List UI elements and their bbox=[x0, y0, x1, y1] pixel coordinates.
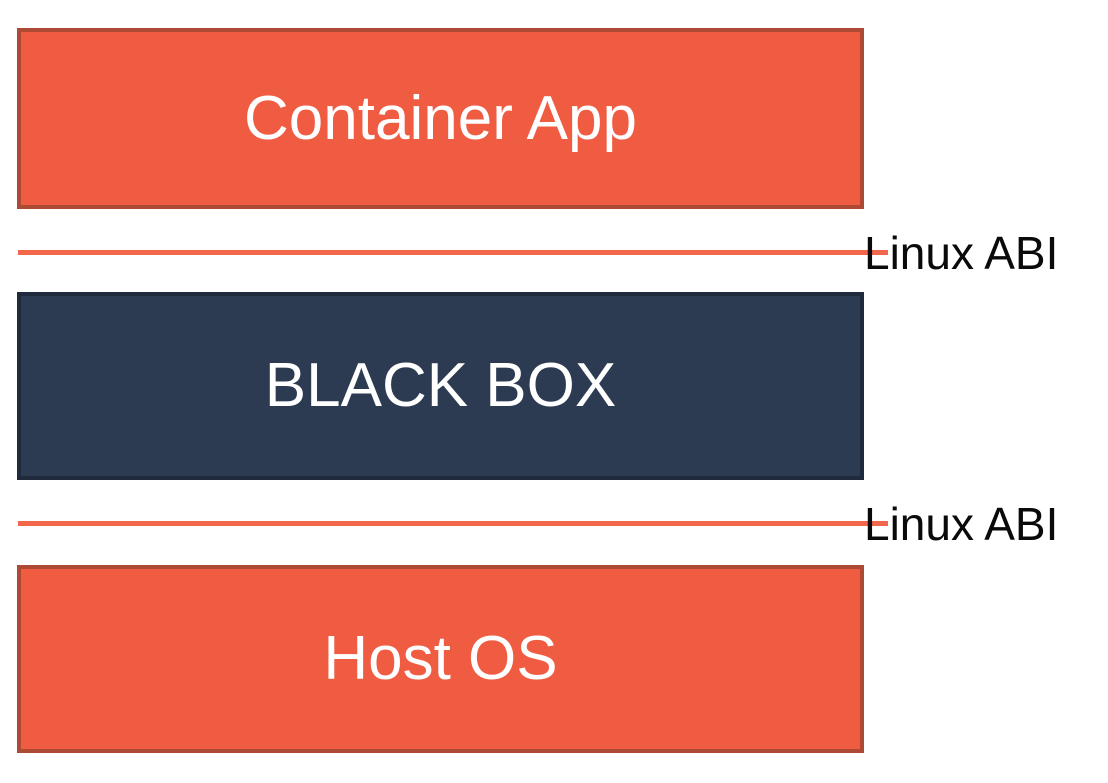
layer-box-host-os: Host OS bbox=[17, 565, 864, 753]
layer-label-container-app: Container App bbox=[244, 83, 637, 153]
layer-label-black-box: BLACK BOX bbox=[264, 351, 617, 420]
layer-box-container-app: Container App bbox=[17, 28, 864, 209]
linux-abi-label-bottom: Linux ABI bbox=[864, 498, 1059, 550]
linux-abi-label-top: Linux ABI bbox=[864, 227, 1059, 279]
layer-box-black-box: BLACK BOX bbox=[17, 292, 864, 480]
linux-abi-line-bottom bbox=[18, 521, 888, 526]
layer-label-host-os: Host OS bbox=[323, 624, 558, 693]
linux-abi-line-top bbox=[18, 250, 888, 255]
